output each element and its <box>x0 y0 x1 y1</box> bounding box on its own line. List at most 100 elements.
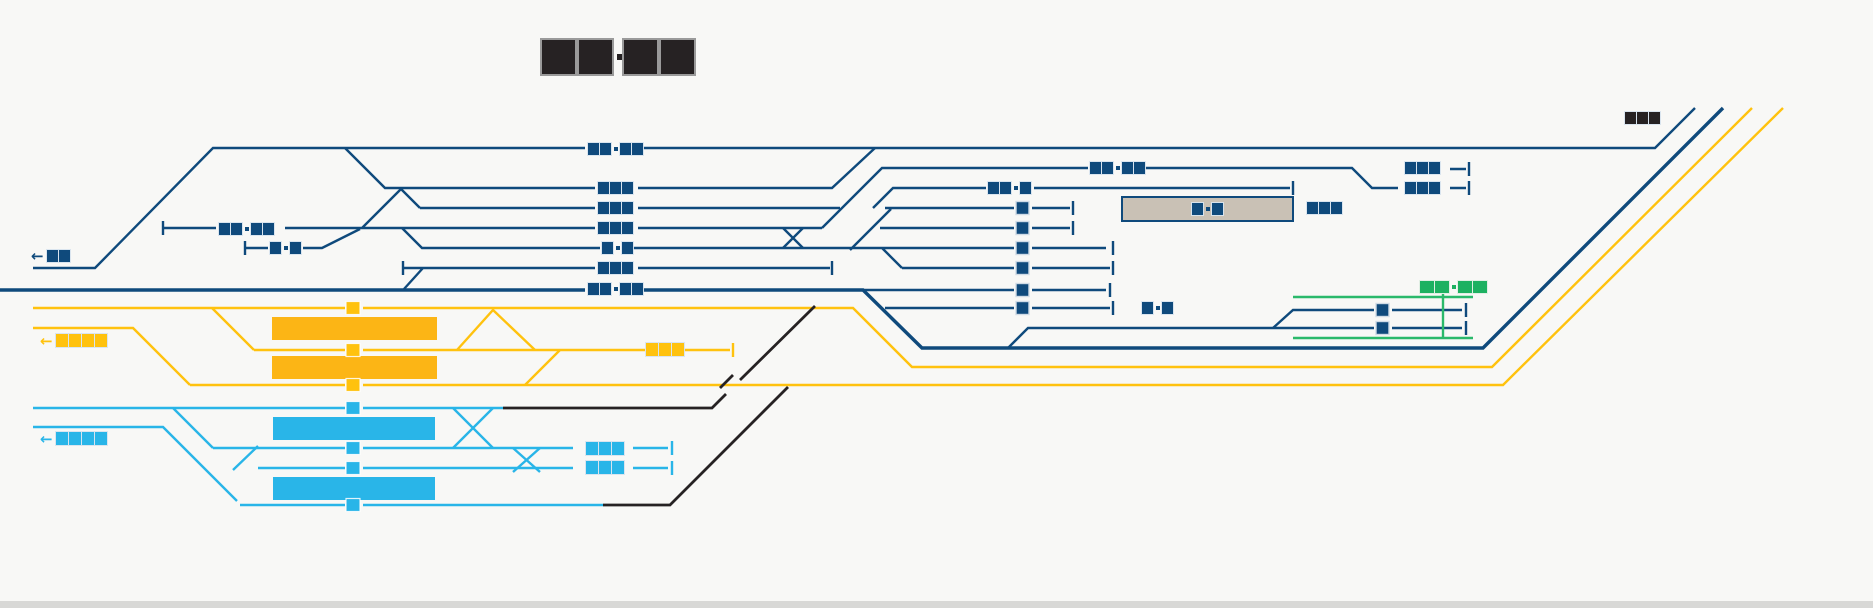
track-end-caps <box>161 162 1471 335</box>
censored-char-block <box>1306 201 1319 215</box>
cyan-entry-line[interactable] <box>33 425 238 502</box>
main-name-label <box>587 282 644 296</box>
track6-name-label <box>597 261 634 275</box>
censored-char-block <box>645 342 659 357</box>
censored-char-block <box>1472 280 1488 294</box>
yellow-track-a[interactable] <box>33 107 1753 369</box>
yellow-switch-cb[interactable] <box>524 349 561 386</box>
cyan-platform-1[interactable] <box>273 417 435 440</box>
yellow-track-c[interactable] <box>190 107 1784 387</box>
separator-dot <box>614 287 618 291</box>
censored-char-block <box>289 241 302 255</box>
censored-char-block <box>1019 181 1032 195</box>
censored-char-block <box>671 342 685 357</box>
siding-a-label <box>218 222 275 236</box>
cyan-signal-squares <box>345 400 361 513</box>
censored-char-block <box>577 38 614 76</box>
censored-char-block <box>269 241 282 255</box>
censored-char-block <box>540 38 577 76</box>
separator-dot <box>1452 285 1456 289</box>
yellow-platform-1[interactable] <box>272 317 437 340</box>
track-1[interactable] <box>33 107 1696 270</box>
yellow-entry-label: ← <box>40 331 108 350</box>
relief-line[interactable] <box>821 166 1466 229</box>
cyan-platform-2[interactable] <box>273 477 435 500</box>
main-line[interactable] <box>0 106 1725 350</box>
censored-char-block <box>621 181 634 195</box>
arrow-left-icon: ← <box>31 247 44 265</box>
yard-track-1[interactable] <box>1272 308 1462 329</box>
separator-dot <box>245 227 249 231</box>
censored-char-block <box>45 249 59 263</box>
green-track-label <box>1141 301 1174 315</box>
cyan-x-left[interactable] <box>232 445 259 471</box>
bottom-edge-strip <box>0 601 1873 608</box>
censored-char-block <box>1211 202 1224 216</box>
censored-char-block <box>621 221 634 235</box>
track-4[interactable] <box>163 187 1070 230</box>
navy-signal-squares <box>1015 200 1390 336</box>
censored-char-block <box>1416 161 1429 175</box>
censored-char-block <box>1434 280 1450 294</box>
arrow-left-icon: ← <box>40 331 53 350</box>
censored-char-block <box>619 142 632 156</box>
censored-char-block <box>262 222 275 236</box>
censored-char-block <box>250 222 263 236</box>
yellow-tent-crossover[interactable] <box>456 308 536 351</box>
separator-dot <box>1116 166 1120 170</box>
censored-char-block <box>585 441 599 456</box>
censored-char-block <box>1648 111 1661 125</box>
yellow-siding-label <box>645 342 685 357</box>
black-link-upper[interactable] <box>503 305 816 410</box>
crossover-x[interactable] <box>782 227 804 249</box>
censored-char-block <box>57 249 71 263</box>
cyan-track-group <box>33 406 674 507</box>
censored-char-block <box>1428 181 1441 195</box>
censored-char-block <box>218 222 231 236</box>
censored-char-block <box>1416 181 1429 195</box>
censored-char-block <box>1089 161 1102 175</box>
track-2[interactable] <box>344 147 876 209</box>
cyan-switch-left[interactable] <box>172 407 214 449</box>
navy-track-group <box>33 107 1696 349</box>
censored-char-block <box>1318 201 1331 215</box>
censored-char-block <box>1191 202 1204 216</box>
censored-char-block <box>621 261 634 275</box>
track2r-name-label <box>987 181 1032 195</box>
censored-char-block <box>611 460 625 475</box>
relief-branch[interactable] <box>849 186 1290 251</box>
censored-char-block <box>619 282 632 296</box>
censored-char-block <box>987 181 1000 195</box>
separator-dot <box>616 246 620 250</box>
track-6[interactable] <box>403 266 1110 290</box>
yellow-entry-line[interactable] <box>33 326 191 386</box>
cyan-x-mid[interactable] <box>452 407 494 449</box>
censored-char-block <box>597 261 610 275</box>
black-link-lower[interactable] <box>603 374 789 507</box>
stub-siding[interactable] <box>245 227 361 250</box>
censored-char-block <box>1404 181 1417 195</box>
siding-b-label <box>269 241 302 255</box>
censored-char-block <box>631 142 644 156</box>
yellow-switch-left[interactable] <box>211 307 255 351</box>
clock-label <box>540 38 698 76</box>
censored-char-block <box>1330 201 1343 215</box>
censored-char-block <box>599 282 612 296</box>
green-yard-group <box>1293 294 1473 340</box>
cyan-siding-2-label <box>585 460 625 475</box>
ne-siding-1-label <box>1404 161 1441 175</box>
yellow-signal-squares <box>345 300 361 393</box>
censored-char-block <box>609 261 622 275</box>
censored-char-block <box>1404 161 1417 175</box>
track-5[interactable] <box>401 227 1106 269</box>
track1-name-label <box>587 142 644 156</box>
cyan-siding-1-label <box>585 441 625 456</box>
yard-track-2[interactable] <box>1007 326 1462 349</box>
cyan-entry-label: ← <box>40 431 108 446</box>
censored-char-block <box>1133 161 1146 175</box>
yellow-platform-2[interactable] <box>272 356 437 379</box>
censored-char-block <box>1636 111 1649 125</box>
censored-char-block <box>598 441 612 456</box>
